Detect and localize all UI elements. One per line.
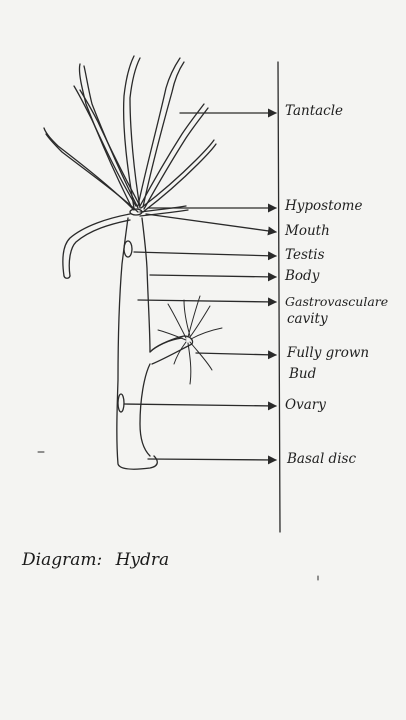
label-bud-line1: Fully grown	[287, 345, 370, 361]
label-guide-line	[277, 61, 281, 533]
hypostome-shape	[129, 208, 143, 216]
label-body: Body	[285, 268, 320, 284]
label-gastrovascular-line2: cavity	[287, 311, 328, 327]
label-testis: Testis	[285, 247, 325, 263]
ovary-shape	[117, 393, 125, 413]
testis-shape	[123, 240, 133, 258]
label-bud-line2: Bud	[289, 366, 317, 382]
tentacles	[43, 55, 217, 279]
bud	[151, 295, 223, 385]
label-tentacle: Tantacle	[285, 103, 344, 119]
label-gastrovascular-line1: Gastrovasculare	[285, 294, 389, 309]
label-basal-disc: Basal disc	[287, 451, 357, 467]
hydra-body	[116, 217, 183, 470]
caption-prefix: Diagram:	[22, 550, 103, 570]
label-mouth: Mouth	[285, 223, 330, 239]
label-arrows	[123, 108, 277, 465]
label-hypostome: Hypostome	[285, 198, 363, 214]
diagram-caption: Diagram: Hydra	[22, 550, 169, 570]
caption-subject: Hydra	[115, 550, 170, 570]
label-ovary: Ovary	[285, 397, 326, 413]
